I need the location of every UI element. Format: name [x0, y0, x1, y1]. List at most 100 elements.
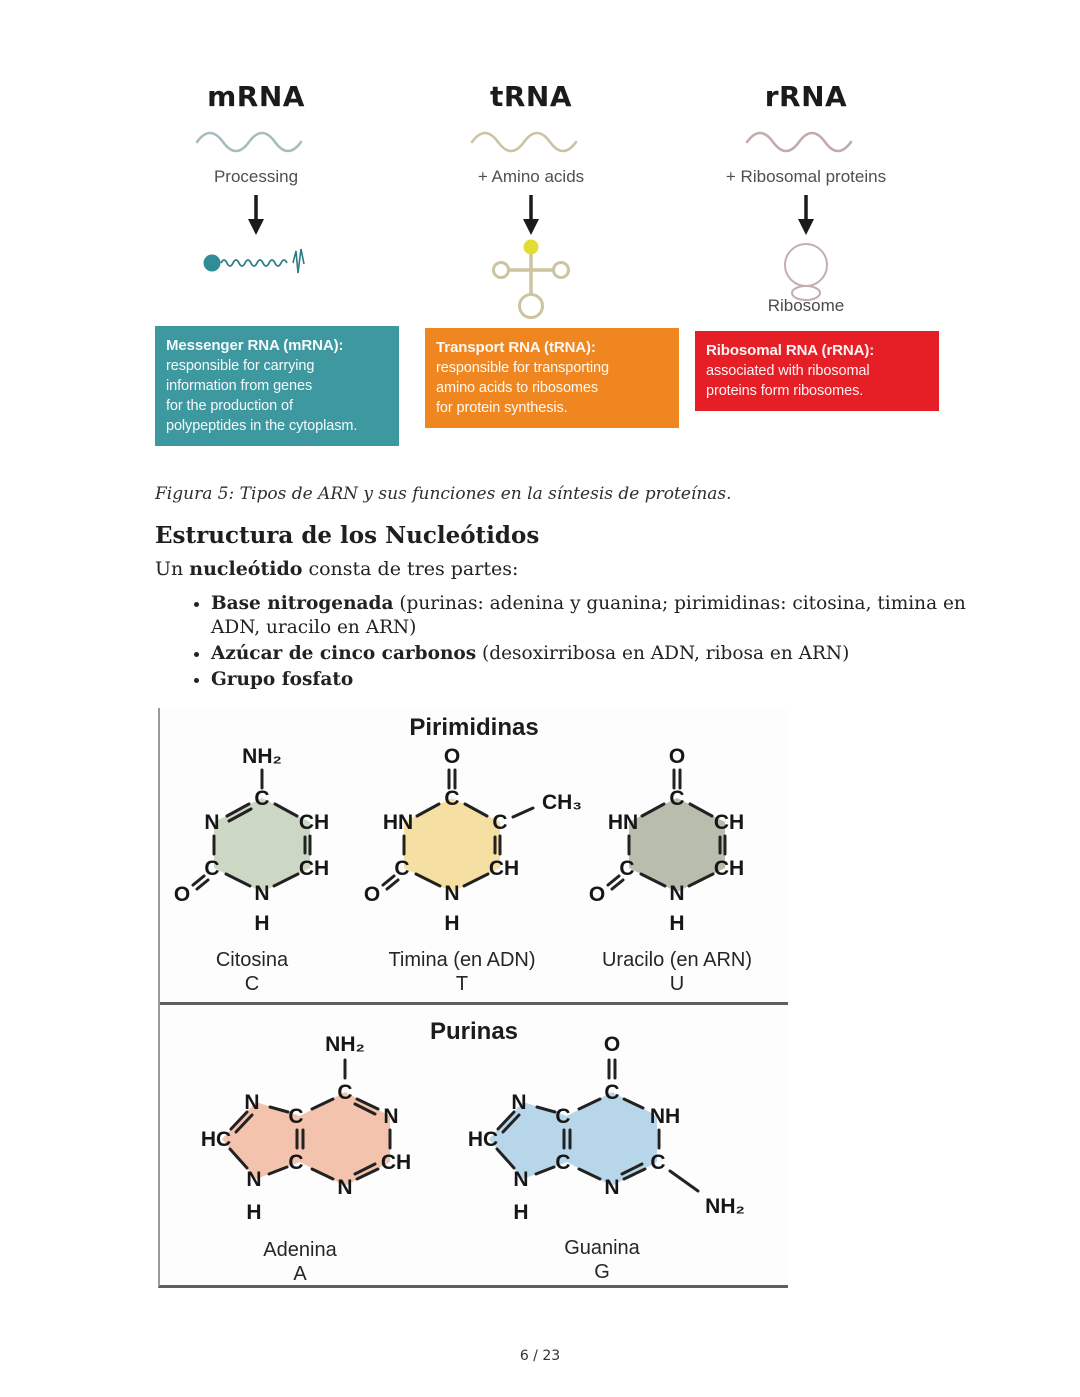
list-item: Azúcar de cinco carbonos (desoxirribosa … [211, 642, 1011, 666]
timina-structure: O C HN C CH₃ C CH N H O [364, 745, 582, 935]
svg-text:CH: CH [714, 811, 744, 834]
trna-box-title: Transport RNA (tRNA): [436, 339, 596, 356]
figure-caption: Figura 5: Tipos de ARN y sus funciones e… [155, 484, 732, 504]
adenina-label: Adenina A [200, 1238, 400, 1286]
svg-text:O: O [444, 745, 460, 768]
svg-text:HC: HC [201, 1128, 231, 1151]
citosina-structure: NH₂ C N CH C CH N H O [174, 745, 329, 935]
svg-text:H: H [254, 912, 269, 935]
bullet-bold: Azúcar de cinco carbonos [211, 643, 477, 664]
down-arrow-icon [248, 195, 264, 235]
down-arrow-icon [798, 195, 814, 235]
trna-title: tRNA [489, 80, 573, 113]
svg-text:C: C [619, 857, 634, 880]
molecule-letter: T [455, 973, 469, 995]
svg-text:C: C [669, 787, 684, 810]
rrna-step-label: + Ribosomal proteins [725, 167, 887, 186]
mrna-wave-icon [195, 131, 302, 153]
intro-suffix: consta de tres partes: [302, 558, 519, 580]
rna-column-rrna: rRNA + Ribosomal proteins [691, 80, 921, 237]
svg-text:NH₂: NH₂ [242, 745, 282, 768]
svg-text:CH₃: CH₃ [542, 791, 582, 814]
svg-text:CH: CH [714, 857, 744, 880]
molecule-name: Timina (en ADN) [388, 949, 536, 971]
list-item: Base nitrogenada (purinas: adenina y gua… [211, 592, 1011, 640]
svg-text:N: N [444, 882, 459, 905]
svg-text:C: C [604, 1081, 619, 1104]
svg-text:C: C [288, 1151, 303, 1174]
intro-prefix: Un [155, 558, 190, 580]
svg-text:C: C [394, 857, 409, 880]
mrna-description-box: Messenger RNA (mRNA): responsible for ca… [155, 326, 399, 446]
svg-text:O: O [589, 883, 605, 906]
svg-text:HN: HN [383, 811, 413, 834]
section-heading: Estructura de los Nucleótidos [155, 522, 540, 549]
rna-column-trna: tRNA + Amino acids [416, 80, 646, 237]
adenina-structure: NH₂ C N CH N C C N HC N H [201, 1033, 411, 1224]
svg-text:O: O [669, 745, 685, 768]
svg-text:O: O [174, 883, 190, 906]
svg-text:C: C [204, 857, 219, 880]
rrna-wave-icon [745, 131, 852, 153]
rrna-box-line: proteins form ribosomes. [706, 383, 864, 399]
mrna-box-line: responsible for carrying [166, 358, 315, 374]
trna-description-box: Transport RNA (tRNA): responsible for tr… [425, 328, 679, 428]
svg-text:C: C [555, 1151, 570, 1174]
molecule-letter: G [594, 1261, 610, 1283]
ribosome-icon [784, 243, 828, 301]
uracilo-label: Uracilo (en ARN) U [572, 948, 782, 996]
molecule-name: Uracilo (en ARN) [601, 949, 753, 971]
figure-divider [160, 1002, 788, 1005]
purines-heading: Purinas [429, 1018, 519, 1045]
svg-text:N: N [669, 882, 684, 905]
svg-text:N: N [337, 1176, 352, 1199]
svg-text:H: H [444, 912, 459, 935]
mrna-step-label: Processing [213, 167, 299, 186]
mrna-box-line: for the production of [166, 398, 293, 414]
svg-text:HN: HN [608, 811, 638, 834]
list-item: Grupo fosfato [211, 668, 1011, 692]
ribosome-caption: Ribosome [767, 296, 845, 315]
page-number: 6 / 23 [519, 1348, 561, 1364]
rrna-description-box: Ribosomal RNA (rRNA): associated with ri… [695, 331, 939, 411]
svg-text:O: O [364, 883, 380, 906]
svg-text:N: N [604, 1176, 619, 1199]
molecule-name: Citosina [215, 949, 289, 971]
trna-wave-icon [470, 131, 577, 153]
svg-text:C: C [337, 1081, 352, 1104]
uracilo-structure: O C HN CH C CH N H O [589, 745, 744, 935]
svg-text:H: H [513, 1201, 528, 1224]
svg-text:CH: CH [299, 811, 329, 834]
svg-text:NH₂: NH₂ [705, 1195, 745, 1218]
processed-mrna-icon [203, 248, 305, 274]
timina-label: Timina (en ADN) T [382, 948, 542, 996]
rrna-box-line: associated with ribosomal [706, 363, 870, 379]
down-arrow-icon [523, 195, 539, 235]
molecule-letter: C [244, 973, 260, 995]
svg-text:C: C [650, 1151, 665, 1174]
svg-text:CH: CH [381, 1151, 411, 1174]
svg-text:N: N [383, 1105, 398, 1128]
svg-text:CH: CH [299, 857, 329, 880]
svg-text:NH₂: NH₂ [325, 1033, 365, 1056]
molecule-letter: A [293, 1263, 307, 1285]
svg-text:CH: CH [489, 857, 519, 880]
mrna-title: mRNA [207, 80, 305, 113]
mrna-box-line: information from genes [166, 378, 313, 394]
svg-text:O: O [604, 1033, 620, 1056]
molecule-name: Adenina [263, 1239, 337, 1261]
citosina-label: Citosina C [172, 948, 332, 996]
guanina-structure: O C NH C NH₂ N C C N HC N H [468, 1033, 745, 1224]
svg-text:N: N [513, 1168, 528, 1191]
mrna-box-line: polypeptides in the cytoplasm. [166, 418, 358, 434]
svg-text:N: N [204, 811, 219, 834]
svg-text:N: N [246, 1168, 261, 1191]
intro-bold-term: nucleótido [189, 558, 303, 580]
molecule-letter: U [669, 973, 685, 995]
bullet-bold: Base nitrogenada [211, 593, 394, 614]
svg-text:C: C [254, 787, 269, 810]
trna-box-line: for protein synthesis. [436, 400, 568, 416]
svg-text:C: C [288, 1105, 303, 1128]
mrna-box-title: Messenger RNA (mRNA): [166, 337, 344, 354]
trna-box-line: amino acids to ribosomes [436, 380, 599, 396]
